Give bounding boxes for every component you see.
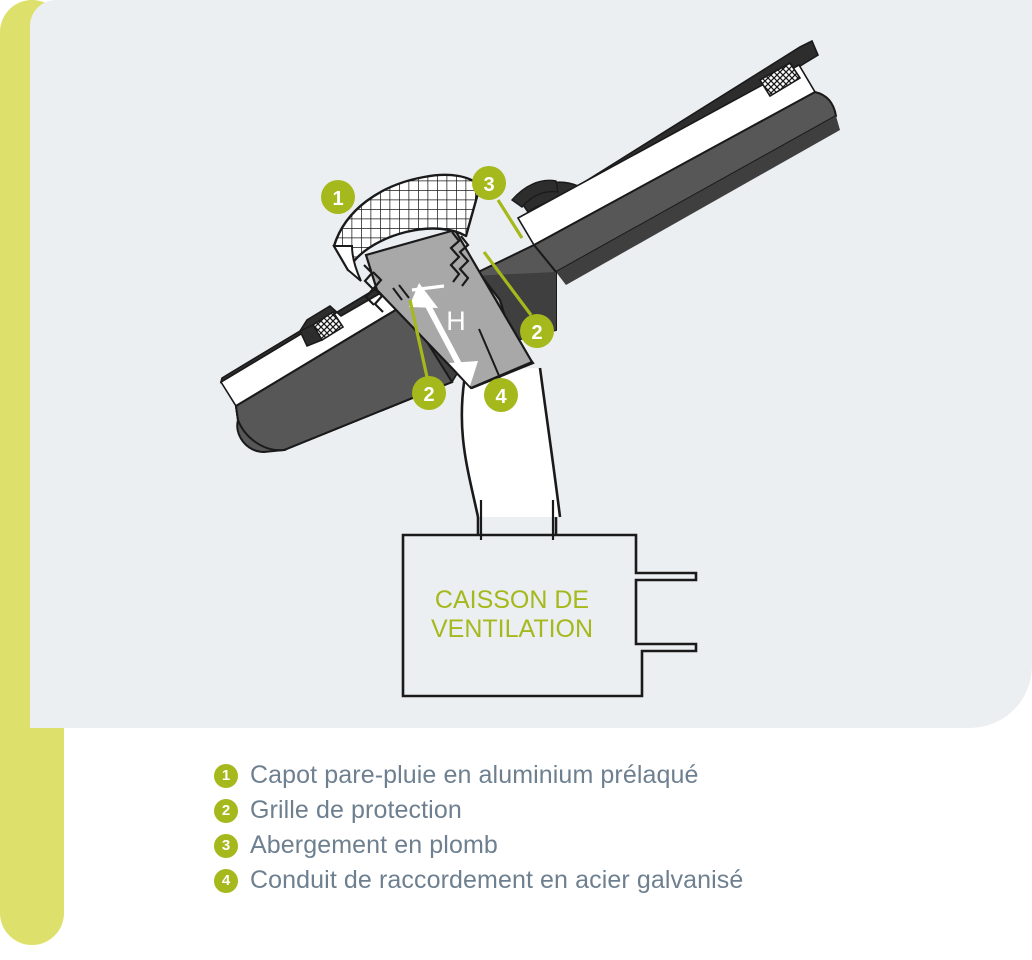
cowl-sleeve-joint bbox=[363, 231, 470, 313]
legend-marker-3: 3 bbox=[214, 833, 238, 858]
callout-marker-4: 4 bbox=[484, 378, 518, 412]
svg-text:VENTILATION: VENTILATION bbox=[431, 615, 593, 643]
callout-marker-1: 1 bbox=[321, 180, 355, 214]
legend-item-1: 1 Capot pare-pluie en aluminium prélaqué bbox=[214, 758, 934, 793]
svg-text:2: 2 bbox=[531, 322, 542, 344]
caisson-label: CAISSON DE VENTILATION bbox=[431, 586, 593, 643]
roof-ventilation-diagram: H 1 3 2 2 bbox=[219, 39, 840, 698]
legend-label-3: Abergement en plomb bbox=[250, 831, 498, 859]
svg-text:2: 2 bbox=[423, 384, 434, 406]
callout-marker-2-left: 2 bbox=[412, 376, 446, 410]
callout-marker-3: 3 bbox=[472, 166, 506, 200]
callout-marker-2-right: 2 bbox=[520, 314, 554, 348]
legend-item-4: 4 Conduit de raccordement en acier galva… bbox=[214, 863, 934, 898]
leader-line-2-left bbox=[408, 299, 429, 378]
legend-marker-2: 2 bbox=[214, 798, 238, 823]
h-dimension-label: H bbox=[446, 306, 466, 336]
legend-label-2: Grille de protection bbox=[250, 796, 462, 824]
svg-text:CAISSON DE: CAISSON DE bbox=[435, 586, 589, 614]
legend-label-1: Capot pare-pluie en aluminium prélaqué bbox=[250, 761, 699, 789]
leader-line-2-right bbox=[482, 251, 533, 316]
collar-seam-lines bbox=[392, 284, 501, 379]
caisson-ventilation-box bbox=[401, 533, 698, 698]
connection-duct bbox=[460, 367, 562, 540]
legend-marker-1: 1 bbox=[214, 763, 238, 788]
legend-item-2: 2 Grille de protection bbox=[214, 793, 934, 828]
svg-text:4: 4 bbox=[495, 386, 507, 408]
svg-text:1: 1 bbox=[332, 188, 343, 210]
legend-marker-4: 4 bbox=[214, 868, 238, 893]
height-dimension-arrow: H bbox=[409, 283, 478, 386]
legend-list: 1 Capot pare-pluie en aluminium prélaqué… bbox=[214, 758, 934, 898]
rain-cowl-hood bbox=[332, 173, 482, 282]
svg-text:3: 3 bbox=[483, 174, 494, 196]
leader-line-3 bbox=[496, 199, 524, 239]
legend-item-3: 3 Abergement en plomb bbox=[214, 828, 934, 863]
callout-leader-lines bbox=[408, 199, 533, 378]
legend-label-4: Conduit de raccordement en acier galvani… bbox=[250, 866, 744, 894]
roof-band-under-collar bbox=[234, 303, 454, 452]
